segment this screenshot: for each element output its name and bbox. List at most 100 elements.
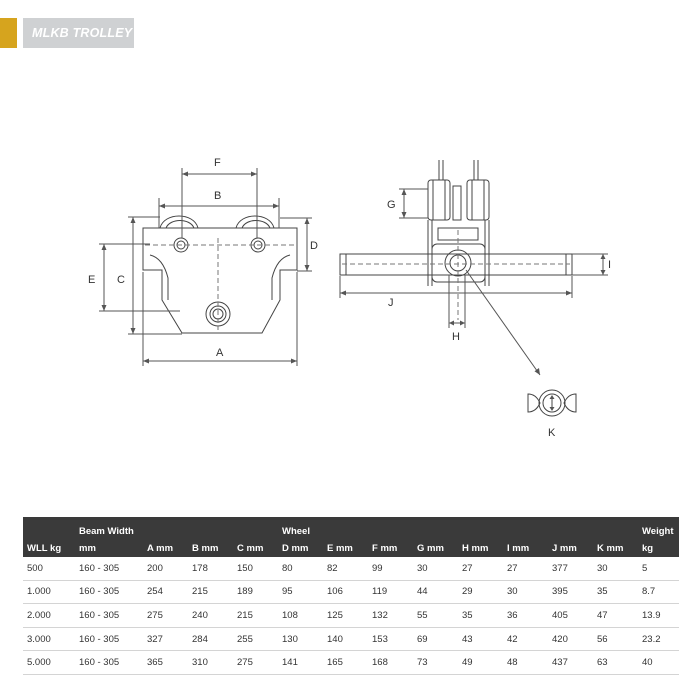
header-cell: kg [642,543,654,554]
table-cell: 132 [368,603,413,628]
dim-label-b: B [214,190,221,202]
table-cell: 119 [368,580,413,605]
table-cell: 365 [143,650,188,675]
table-cell: 275 [233,650,278,675]
dim-label-g: G [387,199,396,211]
table-cell: 48 [503,650,548,675]
table-cell: 160 - 305 [75,627,143,652]
table-cell: 255 [233,627,278,652]
header-cell-top [368,517,413,537]
header-cell: F mm [372,543,398,554]
header-cell-top [593,517,638,537]
table-cell: 47 [593,603,638,628]
table-cell: 141 [278,650,323,675]
table-cell: 35 [593,580,638,605]
table-cell: 240 [188,603,233,628]
table-cell: 30 [503,580,548,605]
front-left-wheel [159,215,199,229]
table-cell: 73 [413,650,458,675]
table-cell: 44 [413,580,458,605]
table-cell: 23.2 [638,627,679,652]
table-cell: 395 [548,580,593,605]
table-cell: 377 [548,557,593,581]
dim-label-j: J [388,297,394,309]
table-cell: 189 [233,580,278,605]
table-cell: 500 [23,557,75,581]
table-cell: 284 [188,627,233,652]
table-cell: 160 - 305 [75,557,143,581]
table-cell: 27 [503,557,548,581]
dim-label-a: A [216,347,224,359]
table-cell: 150 [233,557,278,581]
header-cell: WLL kg [27,543,62,554]
dim-label-k: K [548,427,556,439]
header-cell: B mm [192,543,219,554]
table-cell: 5 [638,557,679,581]
header-cell-top [188,517,233,537]
header-accent-bar [0,18,17,48]
side-wheel-right [466,179,490,221]
table-cell: 160 - 305 [75,650,143,675]
header-cell-top [548,517,593,537]
dim-label-d: D [310,240,318,252]
table-cell: 35 [458,603,503,628]
header-cell: I mm [507,543,530,554]
header-cell-top: Weight [642,526,674,537]
table-cell: 82 [323,557,368,581]
dim-label-h: H [452,331,460,343]
header-cell: K mm [597,543,624,554]
table-cell: 95 [278,580,323,605]
table-cell: 125 [323,603,368,628]
table-cell: 327 [143,627,188,652]
table-cell: 140 [323,627,368,652]
table-cell: 160 - 305 [75,580,143,605]
table-cell: 160 - 305 [75,603,143,628]
header-cell: E mm [327,543,353,554]
header-cell: D mm [282,543,309,554]
header-cell-top [233,517,278,537]
table-cell: 80 [278,557,323,581]
header-cell: J mm [552,543,577,554]
table-cell: 310 [188,650,233,675]
detail-k-view [527,389,577,417]
header-cell: mm [79,543,96,554]
header-cell-top [458,517,503,537]
front-right-wheel [235,215,275,229]
table-cell: 2.000 [23,603,75,628]
side-wheel-left [427,179,451,221]
dim-label-e: E [88,274,95,286]
table-cell: 55 [413,603,458,628]
table-cell: 42 [503,627,548,652]
header-cell-top: Wheel [282,526,310,537]
header-cell-top [413,517,458,537]
table-header-row-top: Beam Width Wheel Weight [23,517,679,537]
table-cell: 168 [368,650,413,675]
table-cell: 437 [548,650,593,675]
table-cell: 165 [323,650,368,675]
table-cell: 8.7 [638,580,679,605]
table-cell: 130 [278,627,323,652]
table-cell: 30 [593,557,638,581]
table-cell: 153 [368,627,413,652]
dim-label-f: F [214,157,221,169]
table-cell: 1.000 [23,580,75,605]
table-cell: 405 [548,603,593,628]
table-cell: 69 [413,627,458,652]
table-cell: 108 [278,603,323,628]
table-cell: 275 [143,603,188,628]
table-cell: 5.000 [23,650,75,675]
table-cell: 29 [458,580,503,605]
dim-label-i: I [608,259,611,271]
header-cell-top [143,517,188,537]
header-cell-top: Beam Width [79,526,134,537]
table-cell: 40 [638,650,679,675]
